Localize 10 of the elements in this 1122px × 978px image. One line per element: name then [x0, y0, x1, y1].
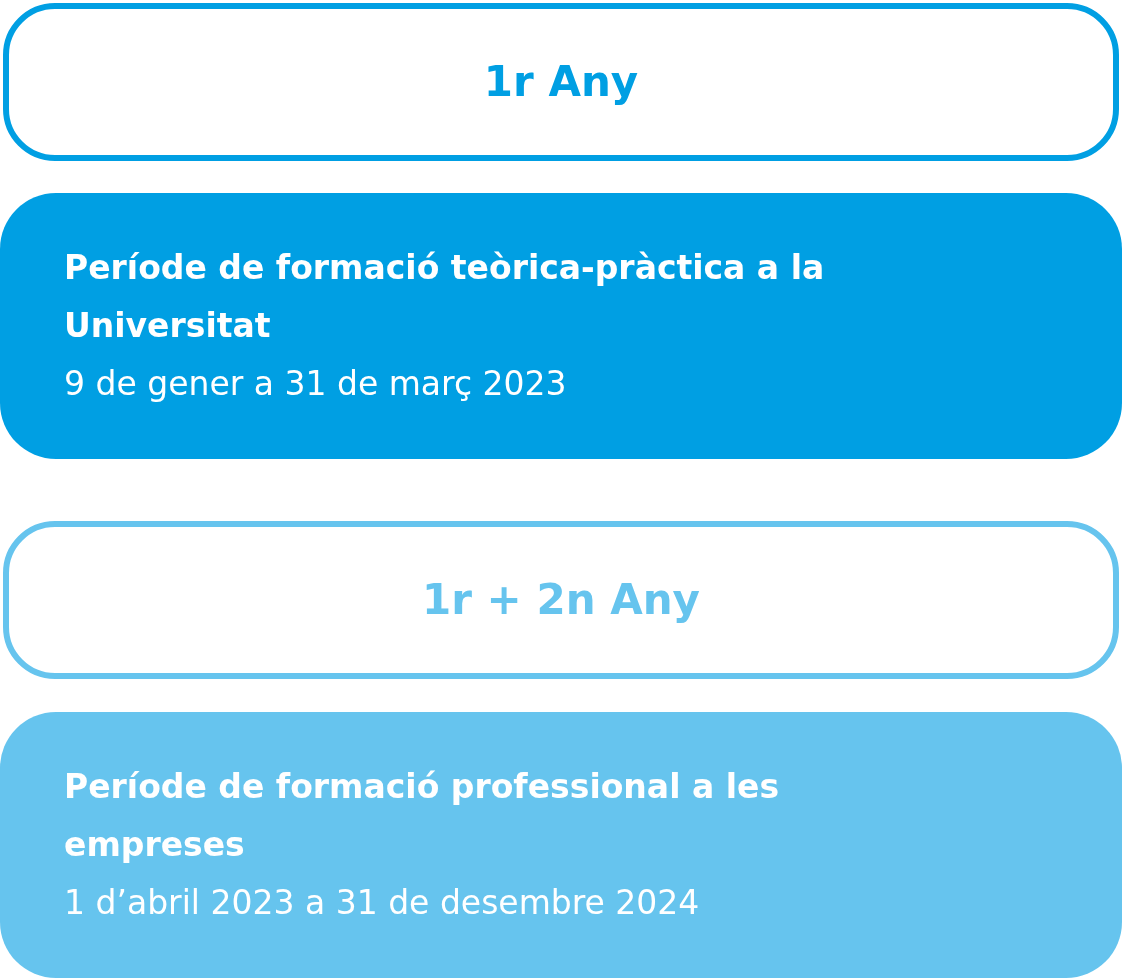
year-banner [3, 3, 1119, 161]
year-banner [3, 521, 1119, 679]
period-card [0, 712, 1122, 978]
year-heading: 1r + 2n Any [421, 574, 701, 626]
period-dates: 9 de gener a 31 de març 2023 [64, 363, 568, 405]
period-card [0, 193, 1122, 459]
period-title: Període de formació teòrica-pràctica a la Universitat [64, 247, 826, 347]
period-title: Període de formació professional a les empreses [64, 766, 781, 866]
period-dates: 1 d’abril 2023 a 31 de desembre 2024 [64, 882, 701, 924]
year-heading: 1r Any [482, 56, 640, 108]
